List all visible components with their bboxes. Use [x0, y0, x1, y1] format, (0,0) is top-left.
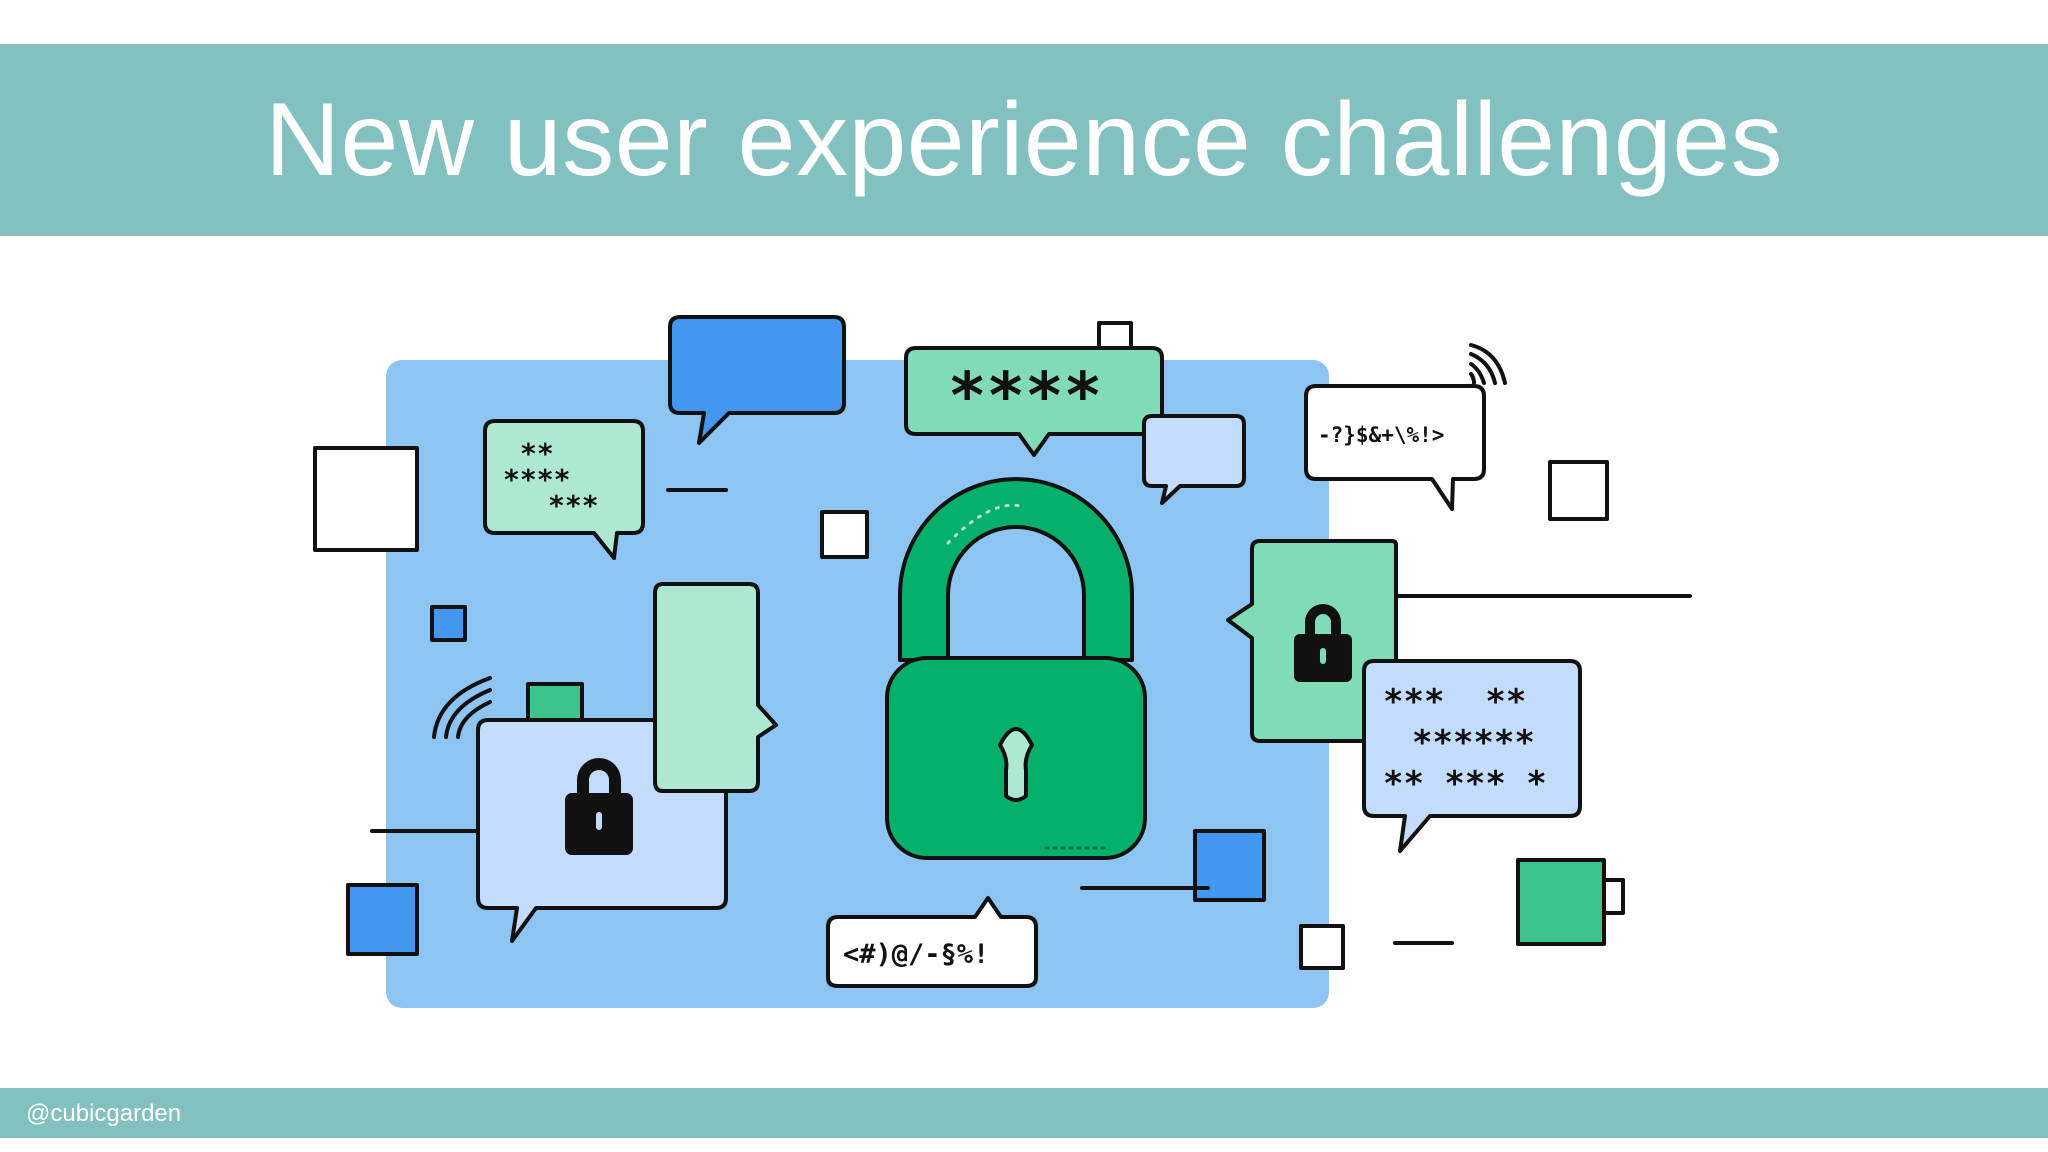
right-stars-line-2: ******: [1412, 723, 1535, 763]
square-outline-large: [313, 446, 419, 552]
right-stars-line-3: ** *** *: [1383, 764, 1547, 804]
speech-bubble-pale-blue-icon: [1142, 414, 1246, 505]
speech-bubble-symbols-bottom-icon: [826, 896, 1038, 988]
footer-banner: @cubicgarden: [0, 1088, 2048, 1138]
symbols-bottom: <#)@/-§%!: [843, 939, 989, 970]
slide-title: New user experience challenges: [264, 82, 1784, 198]
speech-bubble-tall-mint-icon: [653, 582, 778, 793]
stars-line-3: ***: [548, 489, 599, 522]
password-stars: ****: [948, 360, 1102, 434]
wifi-signal-left-icon: [432, 676, 492, 739]
title-banner: New user experience challenges: [0, 44, 2048, 236]
footer-handle: @cubicgarden: [26, 1100, 182, 1127]
padlock-icon: [885, 477, 1147, 860]
right-stars-line-1: *** **: [1383, 682, 1526, 722]
speech-bubble-stars-left-icon: [483, 419, 645, 560]
square-outline-bottom: [1299, 924, 1345, 970]
speech-bubble-symbols-right-icon: [1304, 384, 1486, 511]
padlock-small-right-icon: [1294, 604, 1352, 682]
wifi-signal-icon: [1469, 343, 1507, 385]
square-blue-small: [430, 605, 467, 642]
password-bubble-icon: [904, 346, 1164, 457]
square-green-small: [526, 682, 584, 724]
square-outline-small: [820, 510, 869, 559]
stars-line-2: ****: [503, 463, 570, 496]
square-green-right: [1516, 858, 1606, 946]
square-blue-left: [346, 883, 419, 956]
speech-bubble-stars-right-icon: [1362, 659, 1582, 853]
padlock-small-left-icon: [565, 758, 633, 855]
symbols-right: -?}$&+\%!>: [1318, 423, 1444, 447]
stars-line-1: **: [520, 437, 554, 470]
square-outline-right: [1548, 460, 1609, 521]
square-tab-small: [1602, 878, 1625, 915]
speech-bubble-blue-icon: [668, 315, 846, 445]
